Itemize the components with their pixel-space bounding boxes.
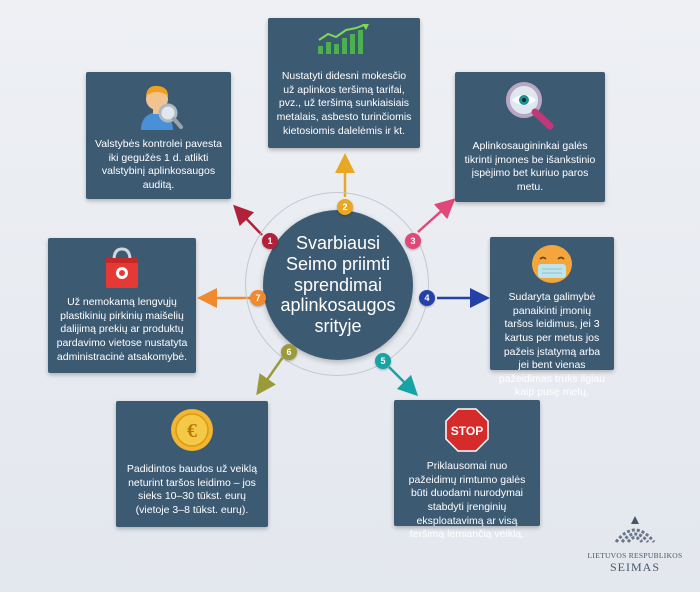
seimas-emblem-icon <box>614 516 656 543</box>
inspector-magnifier-icon <box>140 85 183 130</box>
center-title: Svarbiausi Seimo priimti sprendimai apli… <box>280 233 396 337</box>
hub-ring <box>245 192 429 376</box>
card-4-text: Sudaryta galimybė panaikinti įmonių tarš… <box>498 291 606 399</box>
eye-magnifier-icon <box>506 82 554 130</box>
badge-4: 4 <box>419 290 435 306</box>
stop-sign-icon: STOP <box>445 408 489 452</box>
badge-3: 3 <box>405 233 421 249</box>
card-3: Aplinkosaugininkai galės tikrinti įmones… <box>455 72 605 202</box>
svg-text:€: € <box>187 420 197 442</box>
card-3-text: Aplinkosaugininkai galės tikrinti įmones… <box>464 140 596 193</box>
card-2: Nustatyti didesni mokesčio už aplinkos t… <box>268 18 420 148</box>
arrow-6 <box>256 356 285 396</box>
card-5: STOP Priklausomai nuo pažeidimų rimtumo … <box>394 400 540 540</box>
sick-mask-face-icon <box>532 245 572 283</box>
card-1-text: Valstybės kontrolei pavesta iki gegužės … <box>94 138 223 191</box>
badge-5: 5 <box>375 353 391 369</box>
badge-1: 1 <box>262 233 278 249</box>
card-7: Už nemokamą lengvųjų plastikinių pirkini… <box>48 238 196 373</box>
center-hub: Svarbiausi Seimo priimti sprendimai apli… <box>263 210 413 360</box>
card-6: € Padidintos baudos už veiklą neturint t… <box>116 401 268 527</box>
badge-7: 7 <box>250 290 266 306</box>
card-4: Sudaryta galimybė panaikinti įmonių tarš… <box>490 237 614 398</box>
shopping-bag-icon <box>106 247 138 288</box>
badge-6: 6 <box>281 344 297 360</box>
card-1: Valstybės kontrolei pavesta iki gegužės … <box>86 72 231 199</box>
seimas-logo: LIETUVOS RESPUBLIKOS SEIMAS <box>580 512 690 575</box>
arrow-3 <box>417 198 456 233</box>
growth-chart-icon <box>318 24 369 54</box>
badge-2: 2 <box>337 199 353 215</box>
card-6-text: Padidintos baudos už veiklą neturint tar… <box>126 463 258 516</box>
arrow-1 <box>233 204 263 236</box>
arrow-5 <box>388 366 419 397</box>
card-5-text: Priklausomai nuo pažeidimų rimtumo galės… <box>408 460 526 541</box>
card-7-text: Už nemokamą lengvųjų plastikinių pirkini… <box>56 296 188 363</box>
card-2-text: Nustatyti didesni mokesčio už aplinkos t… <box>276 70 412 137</box>
logo-line-2: SEIMAS <box>609 560 660 574</box>
stop-sign-label: STOP <box>451 424 483 438</box>
euro-coin-icon: € <box>171 409 213 451</box>
logo-line-1: LIETUVOS RESPUBLIKOS <box>587 551 683 560</box>
